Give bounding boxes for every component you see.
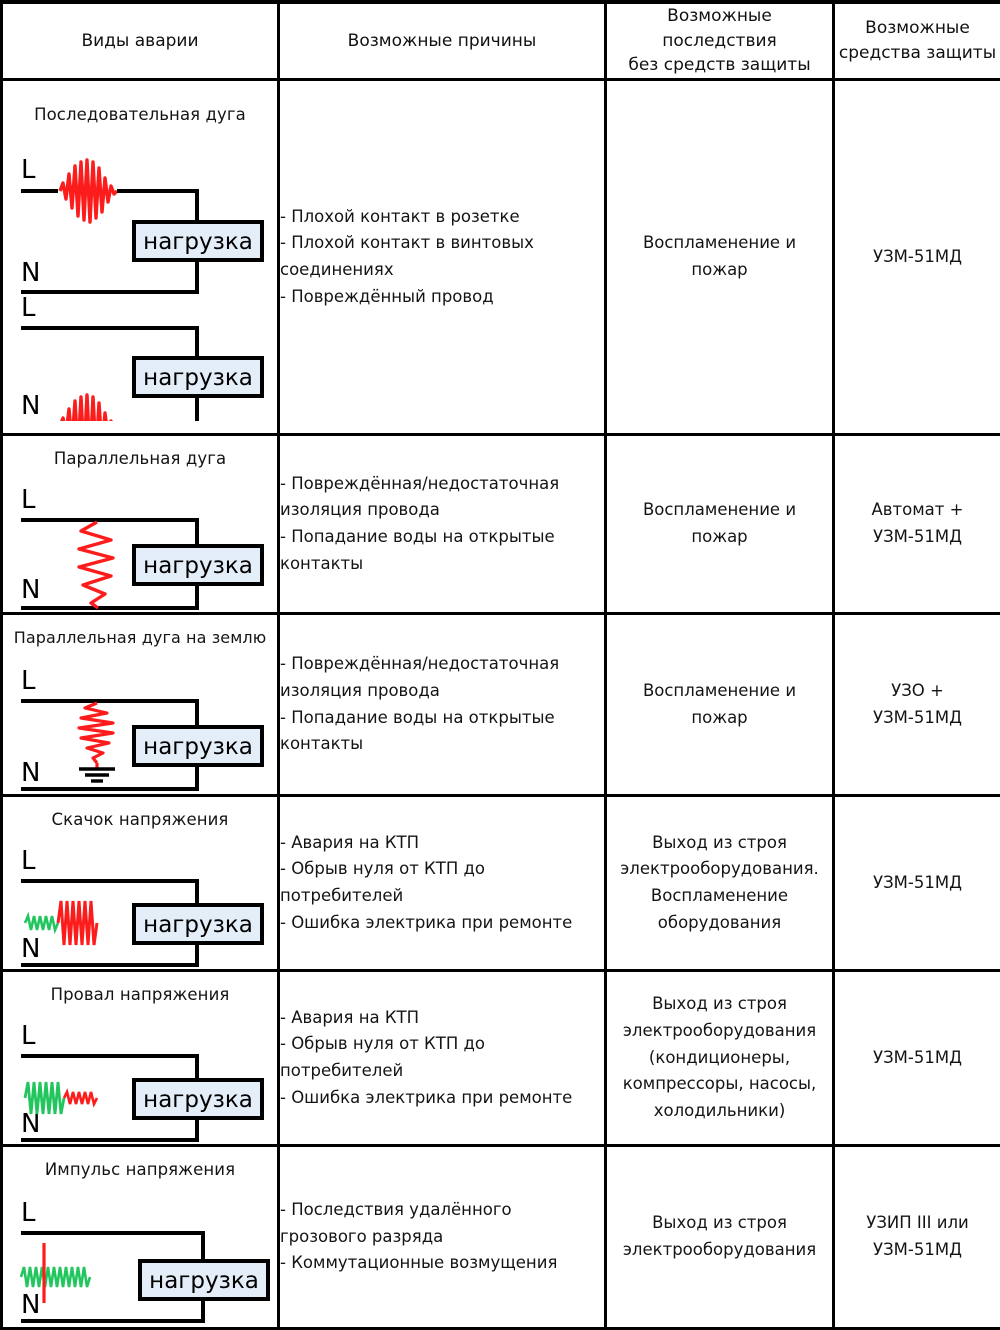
line-label-l: L — [21, 1198, 36, 1228]
protection-text: УЗМ-51МД — [873, 246, 962, 266]
fault-type-cell: Параллельная дуга L нагрузка N — [0, 433, 280, 615]
load-box-label: нагрузка — [143, 912, 253, 938]
line-label-l: L — [21, 155, 36, 185]
line-label-l: L — [21, 1021, 36, 1051]
protection-text: УЗМ-51МД — [873, 1047, 962, 1067]
table-row: Скачок напряжения L нагрузка N — [0, 794, 1000, 972]
consequences-cell: Воспламенение и пожар — [604, 77, 835, 437]
consequences-cell: Воспламенение и пожар — [604, 612, 835, 797]
fault-type-cell: Скачок напряжения L нагрузка N — [0, 794, 280, 972]
neutral-label-n: N — [21, 258, 40, 288]
fault-title: Провал напряжения — [50, 985, 230, 1004]
protection-cell: УЗМ-51МД — [832, 794, 1000, 972]
series-arc-symbol-upper — [58, 158, 119, 225]
causes-text: - Последствия удалённого грозового разря… — [280, 1199, 558, 1273]
fault-title: Параллельная дуга — [53, 449, 227, 468]
causes-text: - Авария на КТП - Обрыв нуля от КТП до п… — [280, 1007, 573, 1107]
causes-cell: - Плохой контакт в розетке - Плохой конт… — [277, 77, 607, 437]
voltage-sag-waveform — [23, 1081, 99, 1115]
load-box-label: нагрузка — [143, 734, 253, 760]
causes-cell: - Авария на КТП - Обрыв нуля от КТП до п… — [277, 969, 607, 1147]
circuit-diagram-voltage-surge: L нагрузка N — [3, 831, 277, 969]
consequences-text: Воспламенение и пожар — [642, 233, 797, 279]
circuit-diagram-voltage-impulse: L нагрузка N — [3, 1181, 277, 1327]
fault-type-cell: Провал напряжения L нагрузка N — [0, 969, 280, 1147]
load-box-label-2: нагрузка — [143, 365, 253, 391]
consequences-cell: Выход из строя электрооборудования. Восп… — [604, 794, 835, 972]
parallel-arc-symbol — [77, 520, 115, 610]
voltage-impulse-waveform — [19, 1243, 92, 1303]
fault-title: Скачок напряжения — [51, 810, 229, 829]
causes-text: - Плохой контакт в розетке - Плохой конт… — [280, 206, 534, 306]
neutral-label-n: N — [21, 934, 40, 964]
table-row: Параллельная дуга на землю L нагрузка N — [0, 612, 1000, 797]
protection-text: УЗМ-51МД — [873, 872, 962, 892]
fault-title: Импульс напряжения — [44, 1160, 236, 1179]
load-box-label: нагрузка — [143, 229, 253, 255]
protection-text: УЗО + УЗМ-51МД — [873, 680, 962, 727]
causes-cell: - Последствия удалённого грозового разря… — [277, 1144, 607, 1330]
circuit-diagram-parallel-arc: L нагрузка N — [3, 470, 277, 612]
consequences-text: Воспламенение и пожар — [642, 680, 797, 727]
protection-cell: УЗО + УЗМ-51МД — [832, 612, 1000, 797]
neutral-label-n-2: N — [21, 391, 40, 421]
table-row: Параллельная дуга L нагрузка N — [0, 433, 1000, 615]
fault-type-cell: Импульс напряжения L нагрузка N — [0, 1144, 280, 1330]
ground-symbol — [79, 767, 115, 783]
protection-cell: УЗМ-51МД — [832, 969, 1000, 1147]
protection-cell: УЗМ-51МД — [832, 77, 1000, 437]
consequences-text: Выход из строя электрооборудования (конд… — [622, 994, 817, 1121]
circuit-diagram-voltage-sag: L нагрузка N — [3, 1006, 277, 1144]
table-header-row: Виды аварии Возможные причины Возможные … — [0, 0, 1000, 81]
consequences-text: Воспламенение и пожар — [642, 500, 797, 546]
series-arc-symbol-lower — [60, 393, 113, 422]
voltage-surge-waveform — [23, 900, 99, 946]
load-box-label: нагрузка — [143, 553, 253, 579]
causes-cell: - Повреждённая/недостаточная изоляция пр… — [277, 612, 607, 797]
protection-text: УЗИП III или УЗМ-51МД — [866, 1213, 969, 1259]
table-row: Провал напряжения L нагрузка N — [0, 969, 1000, 1147]
neutral-label-n: N — [21, 575, 40, 605]
header-fault-type: Виды аварии — [0, 0, 280, 81]
table-row: Импульс напряжения L нагрузка N — [0, 1144, 1000, 1330]
consequences-cell: Выход из строя электрооборудования (конд… — [604, 969, 835, 1147]
consequences-cell: Выход из строя электрооборудования — [604, 1144, 835, 1330]
line-label-l: L — [21, 846, 36, 876]
consequences-text: Выход из строя электрооборудования — [622, 1213, 817, 1259]
neutral-label-n: N — [21, 758, 40, 788]
load-box-label: нагрузка — [149, 1268, 259, 1294]
header-consequences: Возможные последствия без средств защиты — [604, 0, 835, 81]
causes-text: - Повреждённая/недостаточная изоляция пр… — [280, 654, 560, 754]
arc-to-ground-symbol — [77, 701, 115, 769]
table-row: Последовательная дуга L — [0, 77, 1000, 437]
causes-cell: - Повреждённая/недостаточная изоляция пр… — [277, 433, 607, 615]
protection-cell: УЗИП III или УЗМ-51МД — [832, 1144, 1000, 1330]
protection-cell: Автомат + УЗМ-51МД — [832, 433, 1000, 615]
protection-text: Автомат + УЗМ-51МД — [871, 500, 964, 546]
consequences-cell: Воспламенение и пожар — [604, 433, 835, 615]
header-causes: Возможные причины — [277, 0, 607, 81]
circuit-diagram-parallel-arc-ground: L нагрузка N — [3, 649, 277, 794]
fault-title: Параллельная дуга на землю — [13, 628, 267, 647]
line-label-l-2: L — [21, 293, 36, 323]
line-label-l: L — [21, 666, 36, 696]
neutral-label-n: N — [21, 1290, 40, 1320]
neutral-label-n: N — [21, 1109, 40, 1139]
causes-text: - Авария на КТП - Обрыв нуля от КТП до п… — [280, 832, 573, 932]
causes-text: - Повреждённая/недостаточная изоляция пр… — [280, 473, 560, 573]
causes-cell: - Авария на КТП - Обрыв нуля от КТП до п… — [277, 794, 607, 972]
load-box-label: нагрузка — [143, 1087, 253, 1113]
fault-title: Последовательная дуга — [34, 105, 246, 125]
consequences-text: Выход из строя электрооборудования. Восп… — [620, 832, 819, 932]
fault-type-cell: Параллельная дуга на землю L нагрузка N — [0, 612, 280, 797]
header-protection: Возможные средства защиты — [832, 0, 1000, 81]
line-label-l: L — [21, 485, 36, 515]
fault-type-cell: Последовательная дуга L — [0, 77, 280, 437]
circuit-diagram-series-arc: L нагрузка — [3, 126, 277, 422]
